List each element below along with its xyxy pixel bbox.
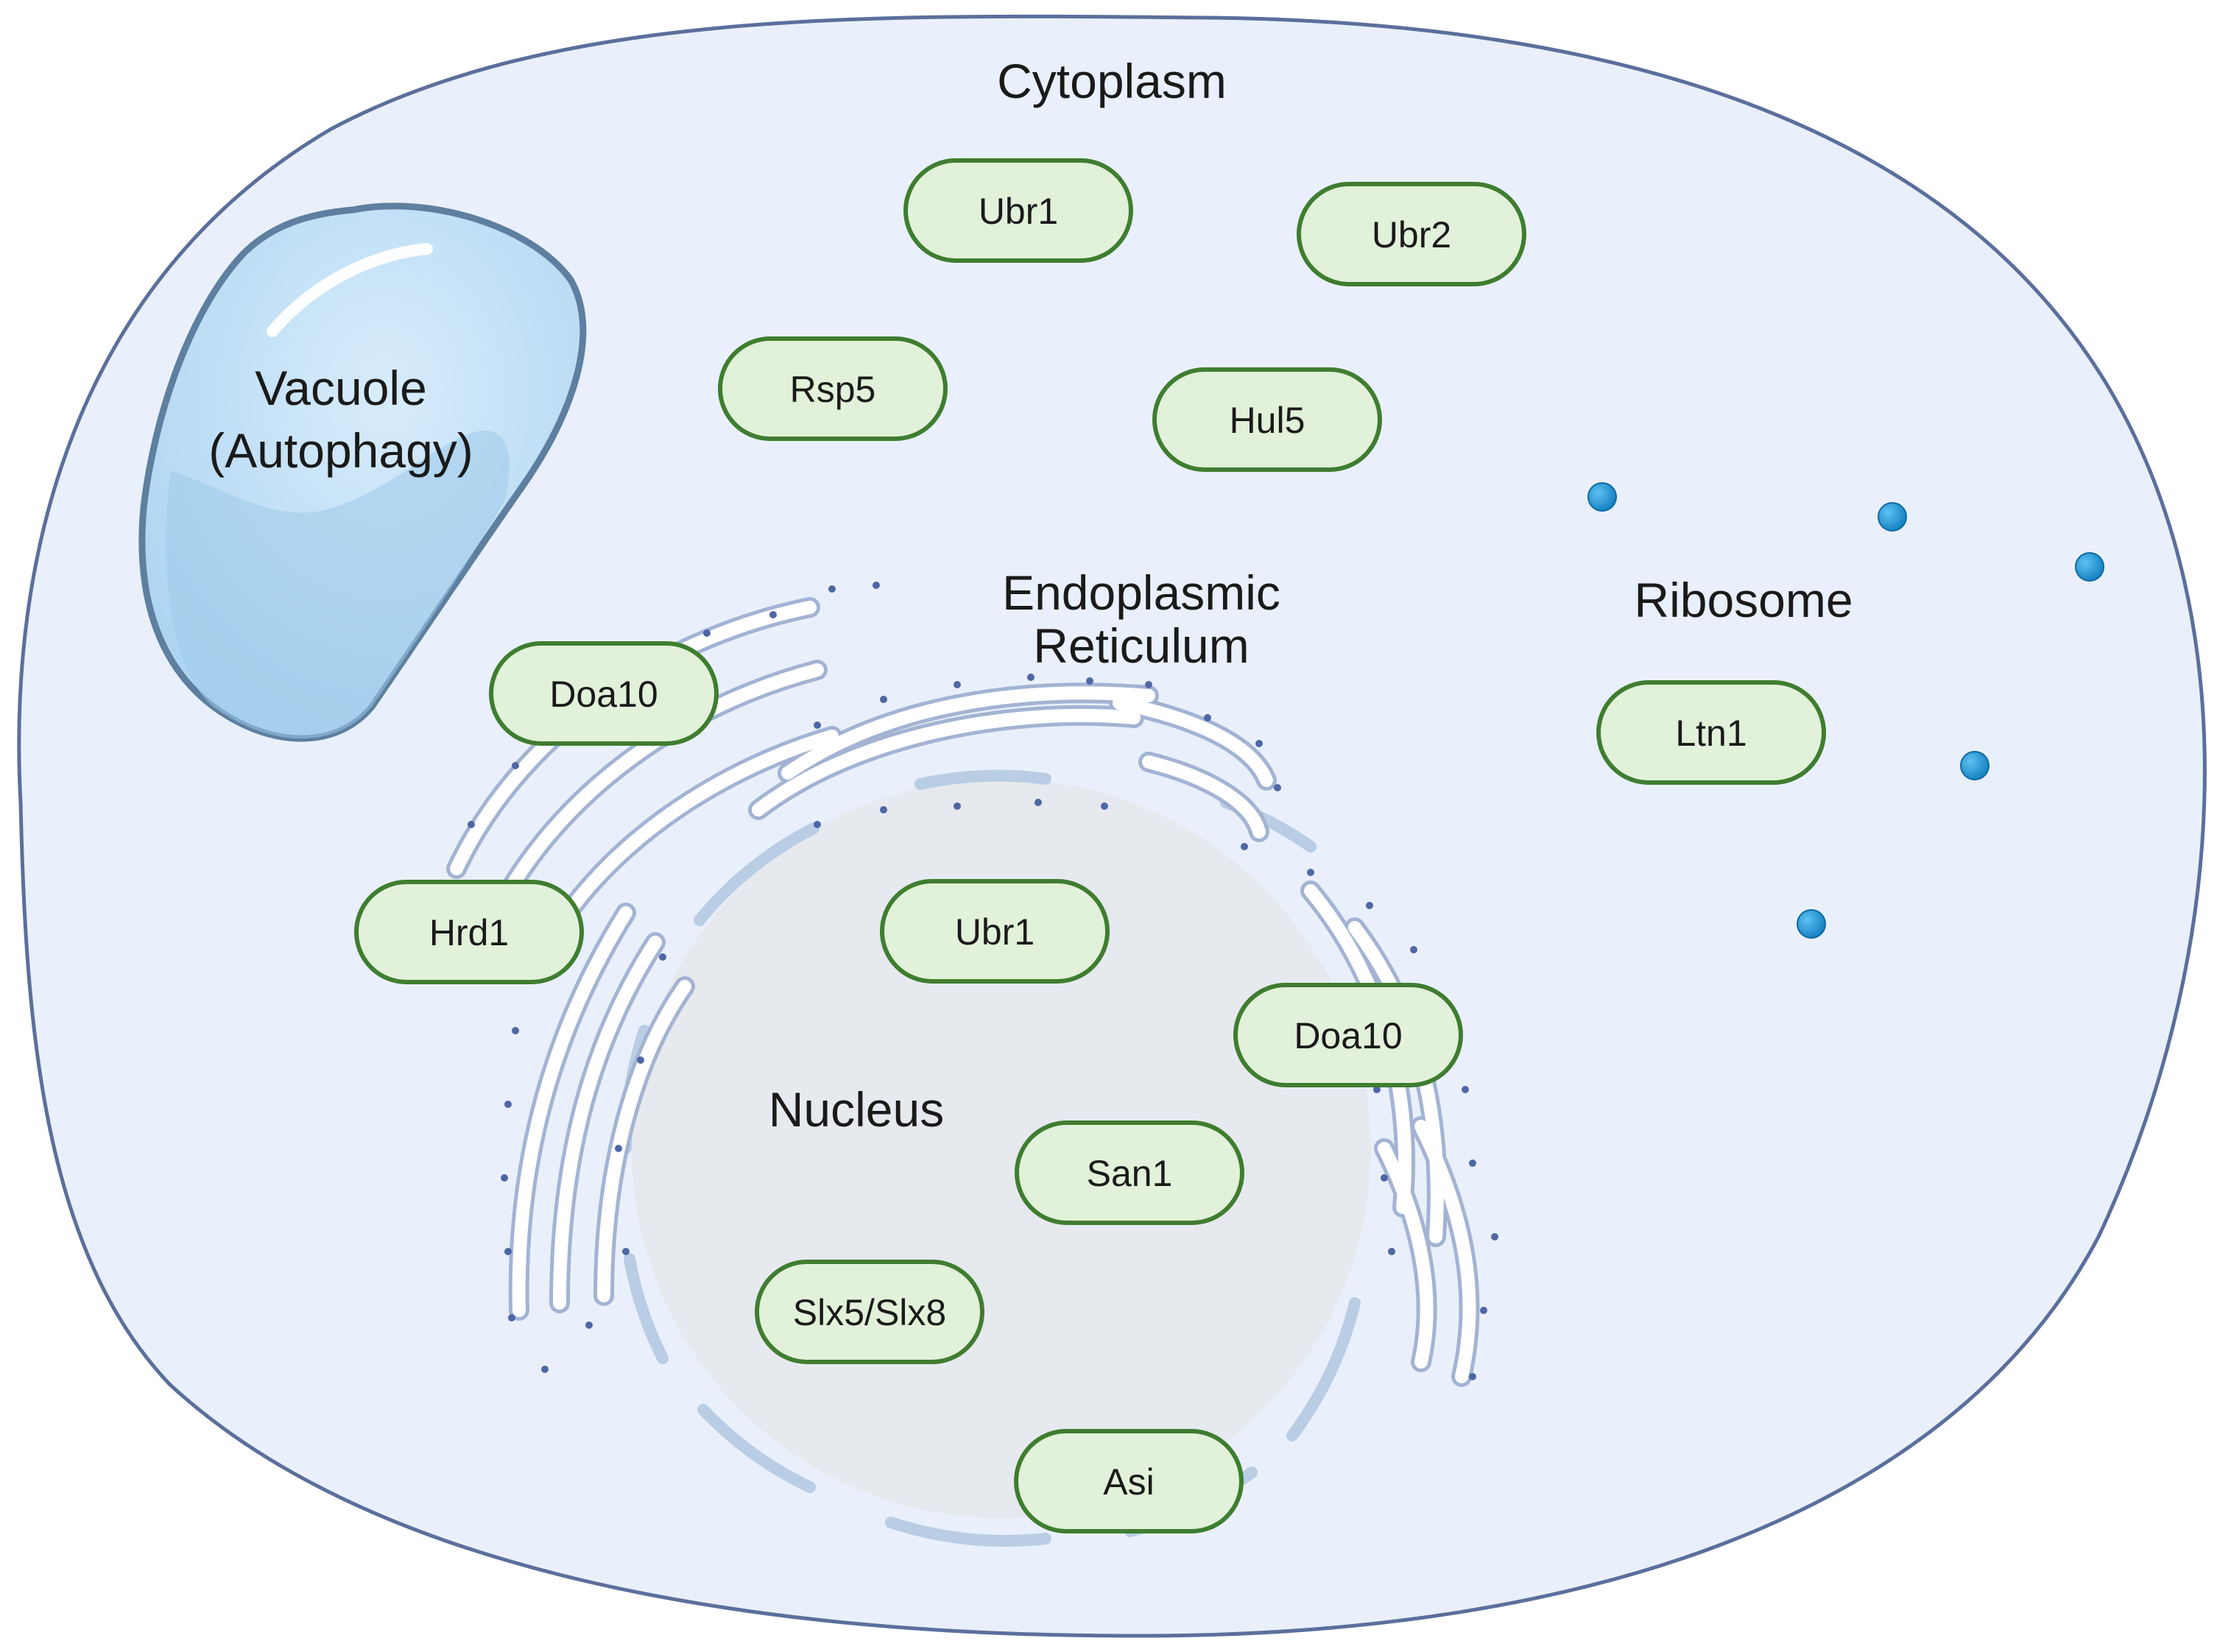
enzyme-pill-nuc-slx5-slx8: Slx5/Slx8 [755, 1260, 984, 1364]
enzyme-pill-cyto-hul5: Hul5 [1152, 367, 1382, 472]
enzyme-label: Hrd1 [429, 912, 509, 953]
enzyme-label: Slx5/Slx8 [793, 1292, 946, 1333]
enzyme-pill-cyto-ubr2: Ubr2 [1297, 182, 1526, 286]
free-ribosomes [1587, 482, 2104, 939]
ribosome-dot [1878, 502, 1907, 532]
enzyme-pill-nuc-ubr1: Ubr1 [880, 879, 1110, 984]
enzyme-label: Ubr1 [979, 191, 1058, 232]
enzyme-pill-er-hrd1: Hrd1 [354, 880, 584, 984]
ribosome-dot [1960, 751, 1989, 780]
enzyme-label: Doa10 [1294, 1015, 1402, 1056]
enzyme-pill-nuc-doa10: Doa10 [1233, 983, 1463, 1087]
enzyme-label: Doa10 [549, 674, 658, 715]
enzyme-label: Ubr2 [1372, 214, 1451, 255]
enzyme-pill-nuc-asi: Asi [1014, 1429, 1244, 1533]
ribosome-dot [2075, 552, 2104, 582]
vacuole [138, 202, 587, 742]
er-sublabel: Reticulum [1033, 618, 1249, 673]
nucleus-label: Nucleus [769, 1082, 944, 1137]
vacuole-highlight [267, 243, 433, 337]
vacuole-sublabel: (Autophagy) [208, 423, 473, 478]
vacuole-lower-shade [166, 430, 510, 739]
ribosome-label: Ribosome [1634, 573, 1853, 627]
enzyme-label: Asi [1103, 1461, 1154, 1503]
enzyme-pill-ribo-ltn1: Ltn1 [1596, 680, 1826, 785]
enzyme-label: Hul5 [1230, 400, 1305, 441]
vacuole-label: Vacuole [255, 361, 427, 415]
enzyme-label: Ltn1 [1675, 713, 1747, 754]
enzyme-label: San1 [1087, 1153, 1173, 1194]
enzyme-pill-cyto-ubr1: Ubr1 [903, 158, 1133, 263]
enzyme-label: Ubr1 [955, 911, 1035, 953]
enzyme-pill-nuc-san1: San1 [1015, 1120, 1244, 1225]
cytoplasm-label: Cytoplasm [997, 54, 1227, 108]
er-label: Endoplasmic [1002, 565, 1280, 620]
enzyme-pill-er-doa10: Doa10 [489, 641, 719, 746]
ribosome-dot [1587, 482, 1617, 512]
enzyme-pill-cyto-rsp5: Rsp5 [718, 336, 948, 441]
enzyme-label: Rsp5 [790, 369, 876, 410]
ribosome-dot [1797, 909, 1826, 939]
